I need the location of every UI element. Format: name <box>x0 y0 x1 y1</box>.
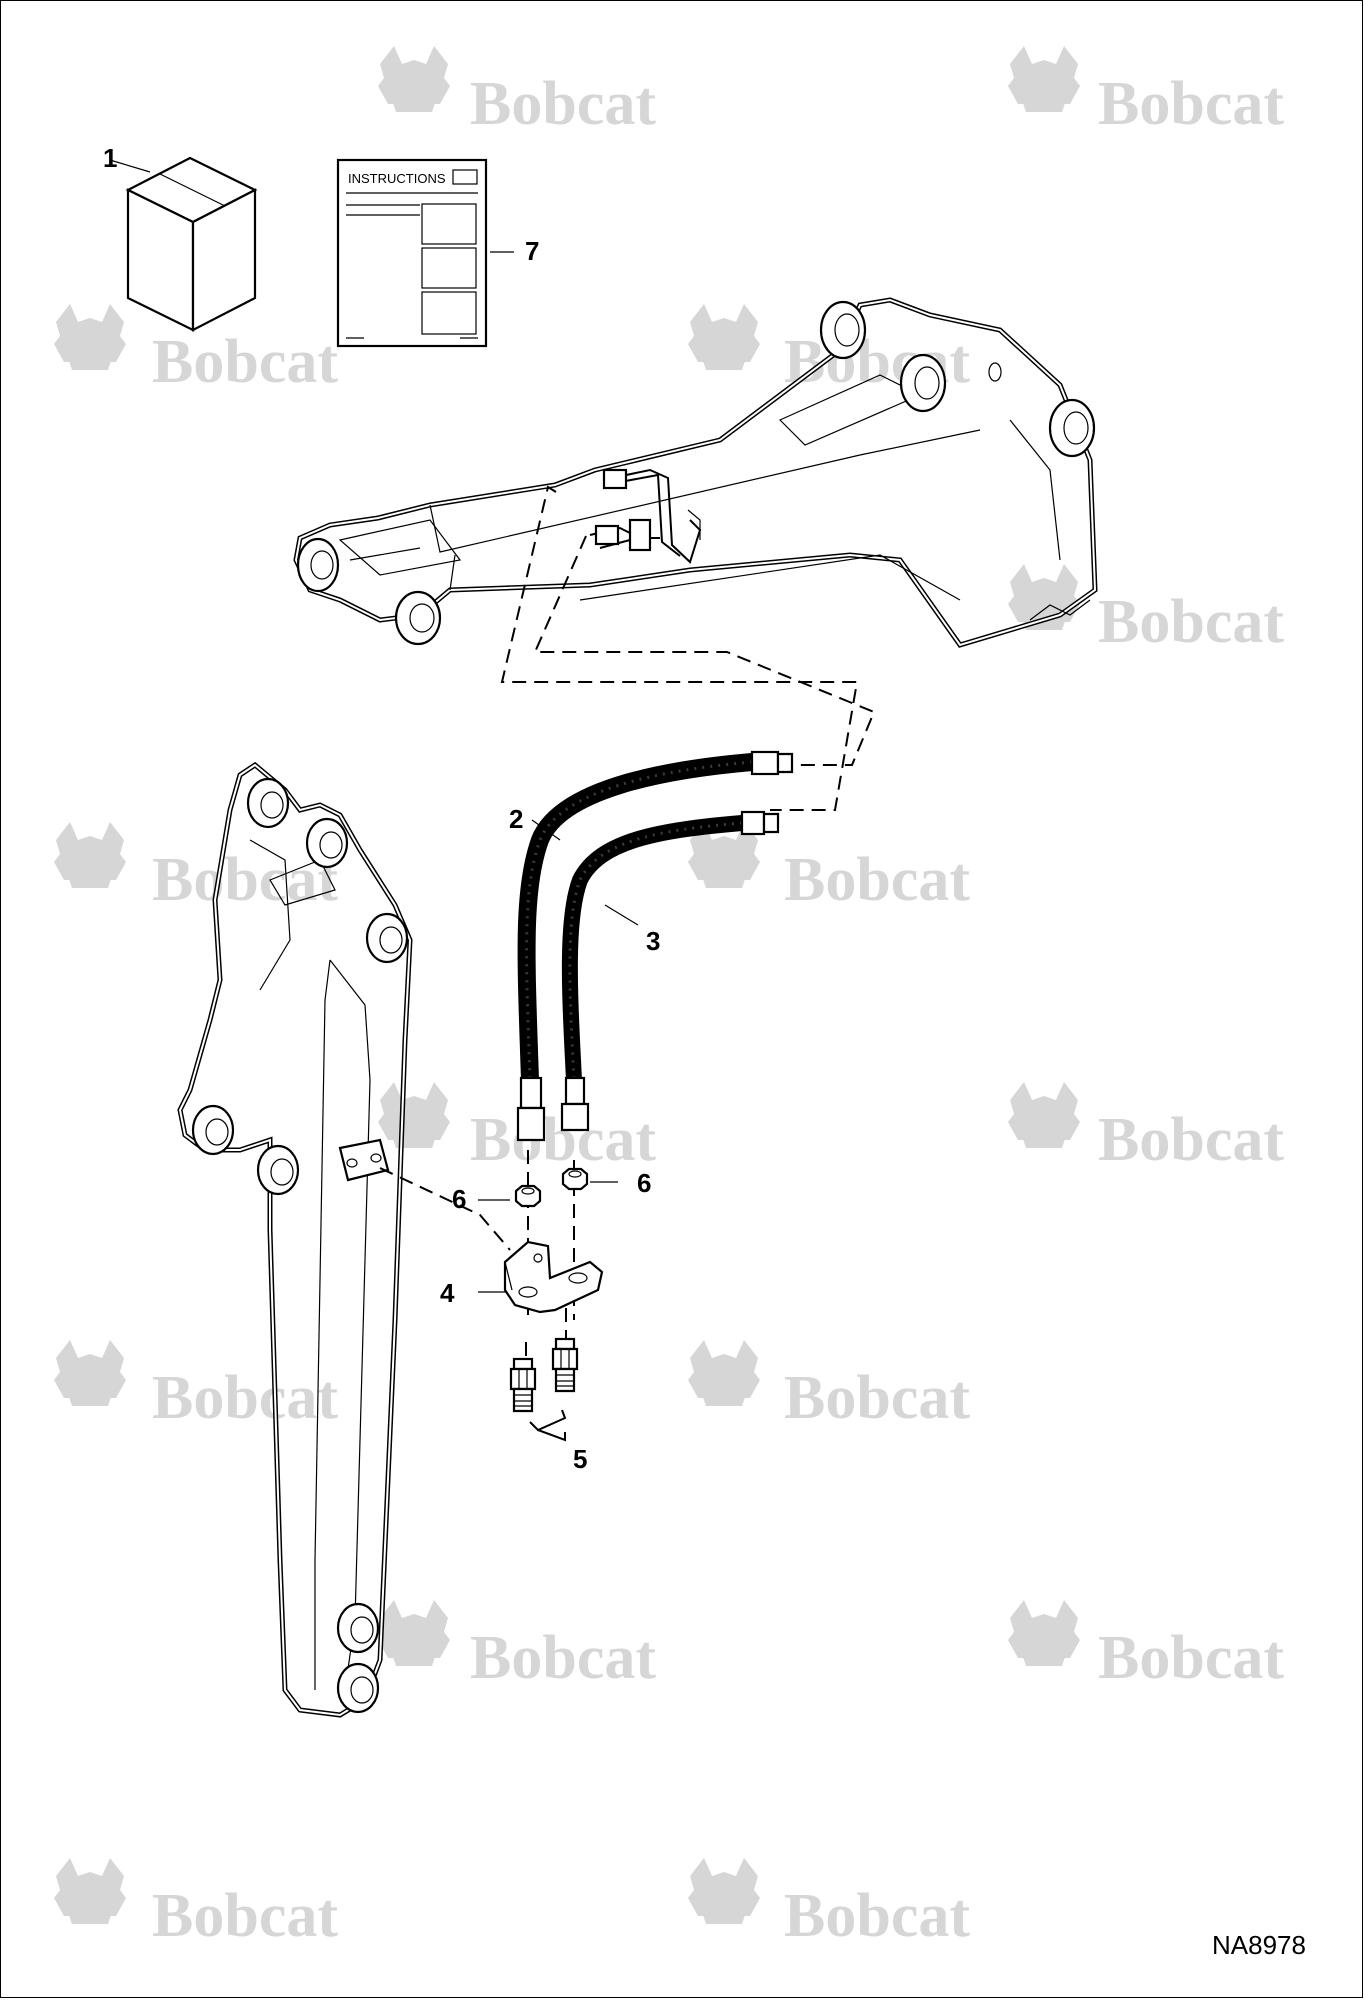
watermark-text: Bobcat <box>152 328 338 396</box>
watermark-text: Bobcat <box>1098 70 1284 138</box>
callout-2: 2 <box>509 804 523 834</box>
watermark-text: Bobcat <box>1098 588 1284 656</box>
figure-number: NA8978 <box>1212 1930 1306 1960</box>
watermark-text: Bobcat <box>1098 1624 1284 1692</box>
watermark-text: Bobcat <box>470 1624 656 1692</box>
watermark-grid: Bobcat Bobcat Bobcat Bobcat Bobcat Bobca… <box>54 46 1284 1950</box>
lock-nut-right <box>561 1167 589 1191</box>
watermark-text: Bobcat <box>1098 1106 1284 1174</box>
fittings-bracket-line <box>529 1409 567 1442</box>
watermark-text: Bobcat <box>784 1882 970 1950</box>
callout-6-left: 6 <box>452 1184 466 1214</box>
excavator-boom <box>177 761 413 1718</box>
watermark-text: Bobcat <box>152 1882 338 1950</box>
hose-3 <box>560 810 780 1132</box>
callout-3: 3 <box>646 926 660 956</box>
callout-7: 7 <box>525 236 539 266</box>
mounting-bracket <box>503 1240 604 1314</box>
connection-lines <box>379 485 876 1370</box>
watermark-text: Bobcat <box>784 1364 970 1432</box>
callout-1: 1 <box>103 143 117 173</box>
leader-lines <box>478 819 639 1293</box>
callout-6-right: 6 <box>637 1168 651 1198</box>
adapter-fitting-right <box>551 1337 579 1393</box>
instructions-sheet-icon: INSTRUCTIONS <box>336 158 514 348</box>
callout-5: 5 <box>573 1444 587 1474</box>
hose-2 <box>516 750 794 1142</box>
watermark-text: Bobcat <box>152 846 338 914</box>
instructions-heading: INSTRUCTIONS <box>348 171 446 186</box>
excavator-arm <box>293 297 1098 648</box>
watermark-text: Bobcat <box>470 70 656 138</box>
watermark-text: Bobcat <box>784 846 970 914</box>
kit-box-icon <box>109 156 258 332</box>
lock-nut-left <box>514 1184 542 1208</box>
watermark-text: Bobcat <box>152 1364 338 1432</box>
adapter-fitting-left <box>509 1357 537 1413</box>
callout-4: 4 <box>440 1278 455 1308</box>
